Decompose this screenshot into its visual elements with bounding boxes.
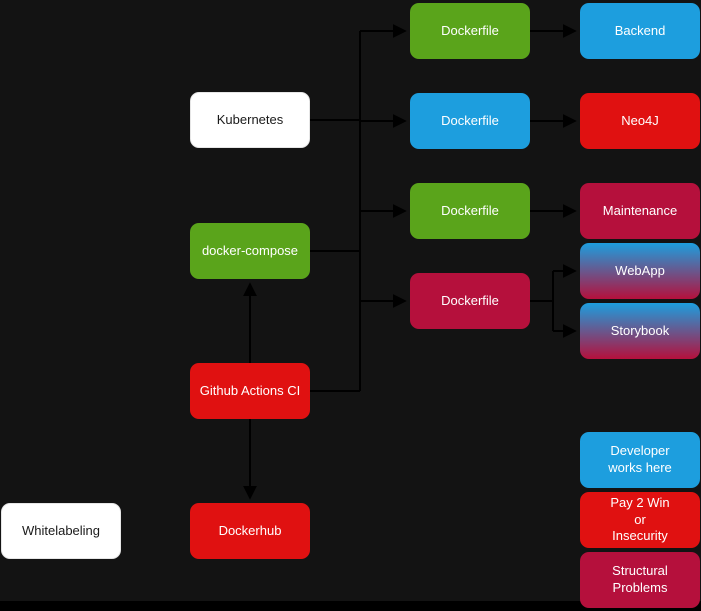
node-dockerhub: Dockerhub (190, 503, 310, 559)
node-neo4j: Neo4J (580, 93, 700, 149)
node-backend: Backend (580, 3, 700, 59)
edges (243, 24, 577, 500)
node-kubernetes: Kubernetes (190, 92, 310, 148)
legend-developer-works-here: Developer works here (580, 432, 700, 488)
node-maintenance: Maintenance (580, 183, 700, 239)
node-whitelabeling: Whitelabeling (1, 503, 121, 559)
legend-structural-problems: Structural Problems (580, 552, 700, 608)
node-webapp: WebApp (580, 243, 700, 299)
node-storybook: Storybook (580, 303, 700, 359)
node-dockerfile-frontend: Dockerfile (410, 273, 530, 329)
node-docker-compose: docker-compose (190, 223, 310, 279)
node-github-actions-ci: Github Actions CI (190, 363, 310, 419)
node-dockerfile-backend: Dockerfile (410, 3, 530, 59)
node-dockerfile-neo4j: Dockerfile (410, 93, 530, 149)
node-dockerfile-maintenance: Dockerfile (410, 183, 530, 239)
legend-pay2win-insecurity: Pay 2 Win or Insecurity (580, 492, 700, 548)
bottom-strip (0, 601, 701, 611)
